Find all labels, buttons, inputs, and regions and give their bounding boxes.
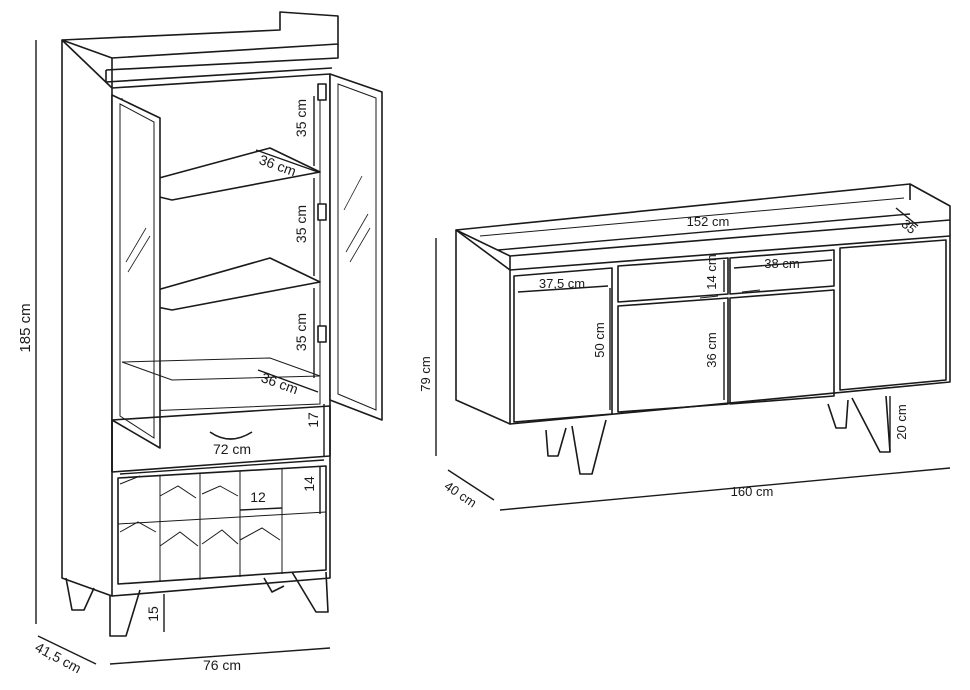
sideboard-drawer-height-label: 14 cm bbox=[704, 254, 719, 289]
sideboard-labels: 152 cm 35 37,5 cm 50 cm 38 cm 14 cm 36 c… bbox=[418, 214, 919, 510]
drawer-height-label: 17 bbox=[305, 412, 321, 428]
drawer-width-label: 72 cm bbox=[213, 441, 251, 457]
rack-height-label: 14 bbox=[301, 476, 317, 492]
cabinet-dimension-lines bbox=[35, 40, 331, 665]
sideboard-leg-height-label: 20 cm bbox=[894, 404, 909, 439]
shelf-height-2-label: 35 cm bbox=[293, 205, 309, 243]
sideboard-height-label: 79 cm bbox=[418, 356, 433, 391]
compartment-height-label: 50 cm bbox=[592, 322, 607, 357]
cabinet-width-label: 76 cm bbox=[203, 657, 241, 673]
display-cabinet bbox=[61, 11, 383, 637]
sideboard bbox=[455, 183, 951, 475]
rack-width-label: 12 bbox=[250, 489, 266, 505]
sideboard-dimension-lines bbox=[435, 207, 951, 511]
sideboard-drawer-width-label: 38 cm bbox=[764, 256, 799, 271]
shelf-height-3-label: 35 cm bbox=[293, 313, 309, 351]
sideboard-width-label: 160 cm bbox=[731, 484, 774, 499]
compartment-width-label: 37,5 cm bbox=[539, 276, 585, 291]
shelf-height-1-label: 35 cm bbox=[293, 99, 309, 137]
door-height-label: 36 cm bbox=[704, 332, 719, 367]
sideboard-inner-width-label: 152 cm bbox=[687, 214, 730, 229]
cabinet-leg-height-label: 15 bbox=[145, 606, 161, 622]
cabinet-height-label: 185 cm bbox=[17, 303, 34, 352]
